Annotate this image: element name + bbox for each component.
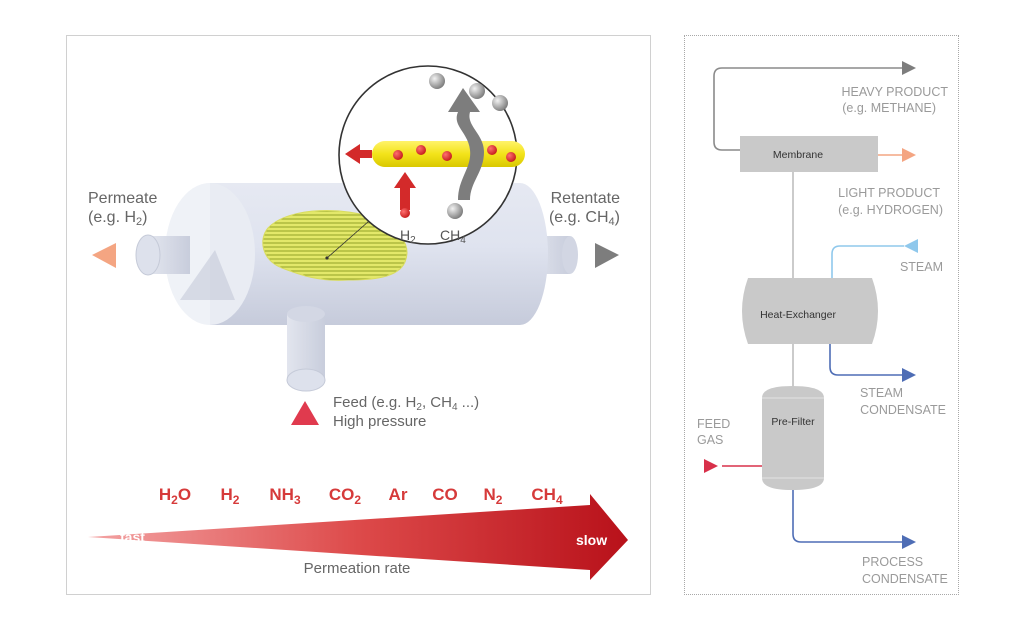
permeate-example: (e.g. H2)	[88, 209, 147, 228]
heavy-product-example: (e.g. METHANE)	[842, 101, 936, 115]
h2-molecule	[400, 208, 410, 218]
ch4-bypass-arrow	[448, 88, 484, 200]
molecule-list: H2O H2 NH3 CO2 Ar CO N2 CH4	[159, 485, 563, 507]
feed-arrow	[291, 401, 319, 425]
prefilter-unit	[762, 386, 824, 490]
molecule-label: CH4	[531, 485, 563, 507]
membrane-label: Membrane	[773, 149, 823, 161]
ch4-molecule	[492, 95, 508, 111]
retentate-example: (e.g. CH4)	[549, 209, 620, 228]
light-product-arrow	[902, 148, 916, 162]
h2-molecule	[393, 150, 403, 160]
molecule-label: H2	[221, 485, 240, 507]
molecule-label: NH3	[269, 485, 301, 507]
steam-label: STEAM	[900, 260, 943, 274]
ch4-molecule	[469, 83, 485, 99]
permeate-pipe-end	[135, 234, 161, 276]
permeate-arrow	[92, 243, 116, 268]
feed-pressure-label: High pressure	[333, 413, 426, 430]
retentate-arrow	[595, 243, 619, 268]
feed-gas-label: FEED	[697, 417, 730, 431]
zoom-ch4-label: CH4	[440, 227, 466, 246]
retentate-label: Retentate	[551, 190, 620, 207]
steam-condensate-arrow	[902, 368, 916, 382]
h2-molecule	[487, 145, 497, 155]
zoom-detail: H2 CH4	[338, 65, 525, 246]
ch4-molecule	[447, 203, 463, 219]
feed-gas-arrow	[704, 459, 718, 473]
fast-label: fast	[120, 529, 145, 545]
h2-molecule	[506, 152, 516, 162]
h2-exit-arrow	[345, 144, 372, 164]
feed-gas-label-2: GAS	[697, 433, 723, 447]
light-product-example: (e.g. HYDROGEN)	[838, 203, 943, 217]
membrane-unit	[740, 136, 878, 172]
light-product-label: LIGHT PRODUCT	[838, 186, 940, 200]
process-flow: HEAVY PRODUCT (e.g. METHANE) Membrane LI…	[697, 61, 948, 586]
steam-condensate-label: STEAM	[860, 386, 903, 400]
molecule-label: H2O	[159, 485, 191, 507]
prefilter-label: Pre-Filter	[771, 416, 815, 428]
feed-label: Feed (e.g. H2, CH4 ...)	[333, 394, 479, 413]
permeation-rate-arrow	[88, 494, 628, 580]
flow-diagram-panel	[684, 35, 959, 595]
h2-molecule	[416, 145, 426, 155]
process-condensate-label: PROCESS	[862, 555, 923, 569]
ch4-molecule	[429, 73, 445, 89]
molecule-label: Ar	[389, 485, 408, 504]
heavy-product-arrow	[902, 61, 916, 75]
slow-label: slow	[576, 532, 607, 548]
steam-condensate-line	[829, 344, 902, 376]
membrane-module	[135, 183, 578, 392]
molecule-label: CO2	[329, 485, 362, 507]
process-condensate-line	[792, 490, 902, 543]
h2-permeation-arrow	[394, 172, 416, 210]
permeate-label: Permeate	[88, 190, 157, 207]
heavy-product-line	[713, 67, 902, 151]
retentate-pipe-end	[562, 236, 578, 274]
molecule-label: N2	[484, 485, 503, 507]
steam-arrow	[904, 239, 918, 253]
process-condensate-arrow	[902, 535, 916, 549]
molecule-label: CO	[432, 485, 458, 504]
heat-exchanger-label: Heat-Exchanger	[760, 309, 836, 321]
process-condensate-label-2: CONDENSATE	[862, 572, 948, 586]
feed-pipe-end	[286, 368, 326, 392]
heavy-product-label: HEAVY PRODUCT	[841, 85, 948, 99]
permeation-rate-caption: Permeation rate	[304, 560, 411, 577]
steam-line	[831, 245, 904, 278]
steam-condensate-label-2: CONDENSATE	[860, 403, 946, 417]
heat-exchanger-unit	[742, 278, 878, 344]
membrane-bundle	[262, 209, 408, 281]
h2-molecule	[442, 151, 452, 161]
zoom-h2-label: H2	[400, 227, 416, 246]
membrane-process-panel	[66, 35, 651, 595]
